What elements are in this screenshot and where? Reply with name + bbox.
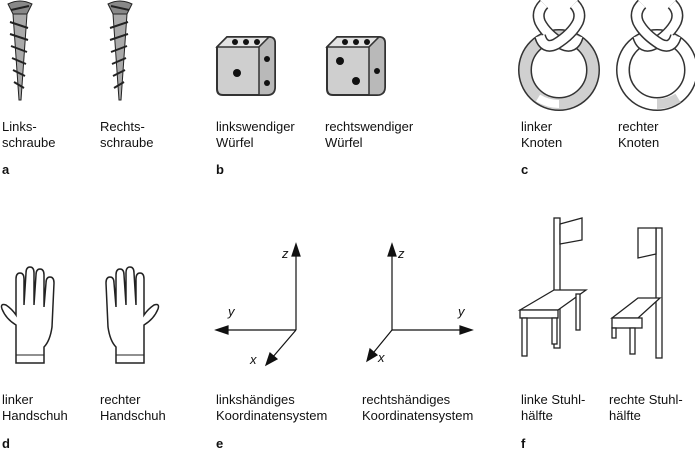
left-knot-icon <box>518 0 600 111</box>
caption-right-glove: rechter Handschuh <box>100 392 166 423</box>
caption-left-knot: linker Knoten <box>521 119 563 150</box>
caption-right-die: rechtswendiger Würfel <box>325 119 414 150</box>
z-axis-label-left: z <box>282 246 289 261</box>
caption-right-screw: Rechts- schraube <box>100 119 154 150</box>
x-axis-label-right: x <box>378 350 385 365</box>
left-die-icon <box>215 36 276 96</box>
y-axis-label-left: y <box>228 304 235 319</box>
y-axis-label-right: y <box>458 304 465 319</box>
panel-label-c: c <box>521 162 529 177</box>
left-handed-axes-icon <box>214 242 301 367</box>
caption-left-screw: Links- schraube <box>2 119 56 150</box>
z-axis-label-right: z <box>398 246 405 261</box>
panel-label-a: a <box>2 162 10 177</box>
panel-label-b: b <box>216 162 224 177</box>
caption-left-glove: linker Handschuh <box>2 392 68 423</box>
caption-left-die: linkswendiger Würfel <box>216 119 295 150</box>
right-chair-half-icon <box>610 227 663 359</box>
right-knot-icon <box>616 0 695 111</box>
caption-left-chair: linke Stuhl- hälfte <box>521 392 586 423</box>
left-chair-half-icon <box>517 217 589 357</box>
caption-right-chair: rechte Stuhl- hälfte <box>609 392 683 423</box>
caption-right-axes: rechtshändiges Koordinatensystem <box>362 392 474 423</box>
right-glove-icon <box>105 266 160 364</box>
right-handed-axes-icon <box>366 242 474 363</box>
panel-label-f: f <box>521 436 526 451</box>
caption-right-knot: rechter Knoten <box>618 119 660 150</box>
panel-label-d: d <box>2 436 10 451</box>
right-die-icon <box>325 36 386 96</box>
panel-label-e: e <box>216 436 224 451</box>
left-glove-icon <box>0 266 55 364</box>
x-axis-label-left: x <box>250 352 257 367</box>
caption-left-axes: linkshändiges Koordinatensystem <box>216 392 328 423</box>
right-screw-icon <box>107 0 133 101</box>
left-screw-icon <box>7 0 33 101</box>
